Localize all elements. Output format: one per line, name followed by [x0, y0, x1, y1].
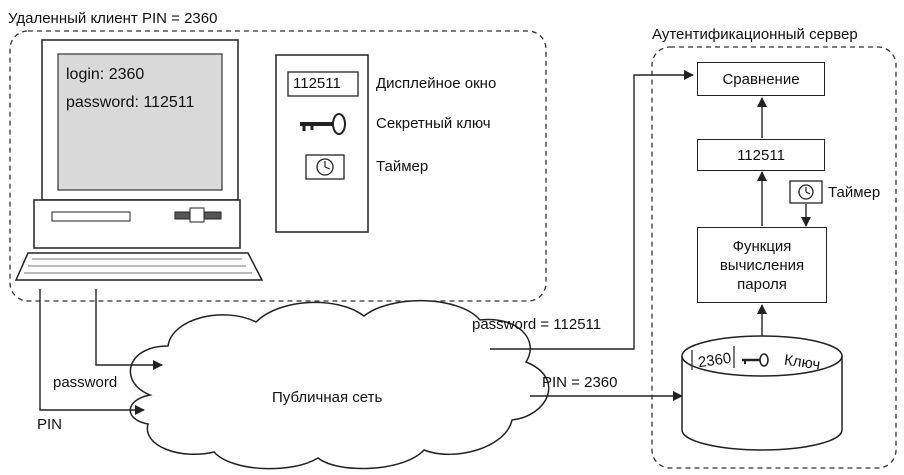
- cloud-label: Публичная сеть: [272, 389, 383, 406]
- pin-line: [39, 289, 145, 415]
- password-flow-label: password = 112511: [472, 316, 602, 333]
- client-region: [9, 30, 547, 302]
- compare-box: Сравнение: [697, 62, 825, 96]
- client-title: Удаленный клиент PIN = 2360: [8, 10, 218, 27]
- token-timer-label: Таймер: [376, 158, 429, 175]
- server-title: Аутентификационный сервер: [652, 26, 858, 43]
- token-display-value: 112511: [293, 75, 341, 92]
- password-flow-line: [490, 70, 694, 350]
- computed-value-box: 112511: [697, 139, 825, 171]
- screen-login: login: 2360: [66, 66, 145, 83]
- function-label-line-2: вычисления: [719, 256, 805, 274]
- token-display-label: Дисплейное окно: [376, 75, 497, 92]
- pin-flow-label: PIN = 2360: [542, 374, 618, 391]
- computer-monitor-icon: [14, 39, 264, 281]
- token-device: [275, 54, 369, 233]
- token-key-label: Секретный ключ: [376, 115, 491, 132]
- server-region: [651, 46, 897, 469]
- pin-label: PIN: [37, 416, 63, 433]
- function-label-line-1: Функция: [732, 237, 792, 255]
- password-label: password: [53, 374, 118, 391]
- screen-password: password: 112511: [66, 94, 195, 111]
- db-key-icon: [742, 353, 769, 367]
- function-label-line-3: пароля: [737, 275, 787, 293]
- key-icon: [300, 113, 346, 135]
- timer-icon: [305, 154, 345, 180]
- server-timer-icon: [789, 180, 823, 204]
- password-function-box: Функция вычисления пароля: [697, 227, 827, 303]
- public-network-cloud: [129, 300, 550, 470]
- server-timer-label: Таймер: [828, 184, 881, 201]
- password-line: [95, 289, 163, 370]
